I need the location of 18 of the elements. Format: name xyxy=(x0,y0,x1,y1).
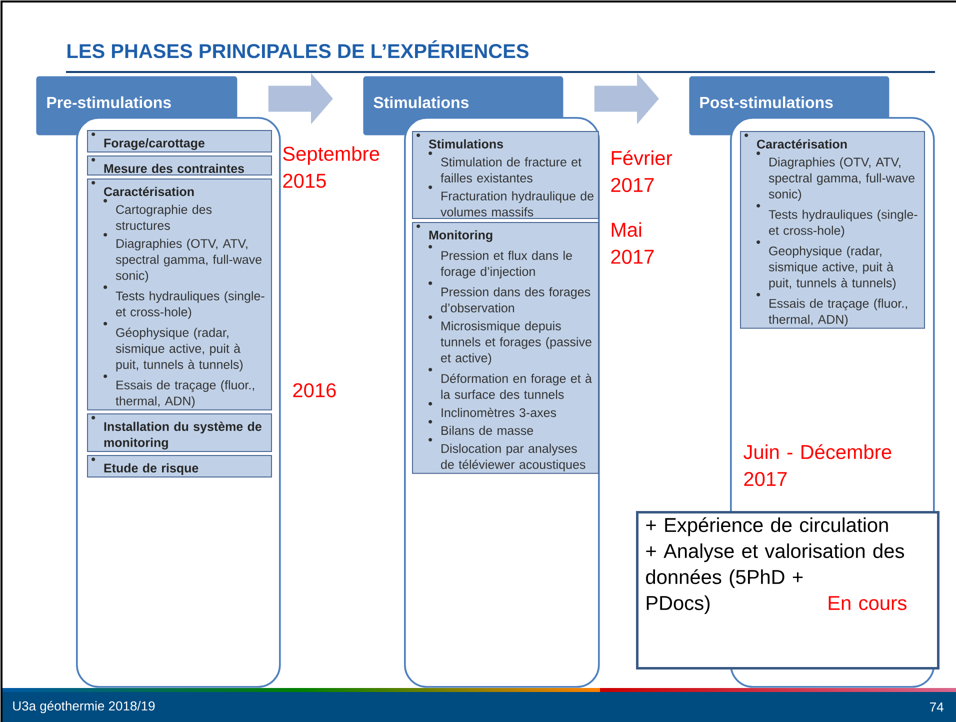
slide-title: LES PHASES PRINCIPALES DE L’EXPÉRIENCES xyxy=(68,40,528,58)
date-label: Juin - Décembre 2017 xyxy=(744,444,892,486)
date-label: Février 2017 xyxy=(611,150,672,192)
activity-box: Installation du système de monitoring xyxy=(87,413,272,452)
note-text: + Expérience de circulation + Analyse et valorisation des données (5PhD + PDocs) En cours xyxy=(646,517,906,614)
activity-box: Etude de risque xyxy=(87,455,272,478)
date-label: Mai 2017 xyxy=(611,222,654,264)
footer-text: U3a géothermie 2018/19 xyxy=(13,700,155,714)
activity-box: Monitoring Pression et flux dans le forage d’injection Pression dans des forages d’observation Microsismique depuis tunnels et forages (passive et active) Déformation en forage et à la surface des tunnels Inclinomètres 3-axes Bilans de masse Dislocation par analyses de téléviewer acoustiques xyxy=(412,222,599,474)
page-number: 74 xyxy=(930,702,944,712)
activity-box: Forage/carottage xyxy=(87,130,272,152)
activity-box: Caractérisation Cartographie des structures Diagraphies (OTV, ATV, spectral gamma, full-wave sonic) Tests hydrauliques (single- et cross-hole) Géophysique (radar, sismique active, puit à puit, tunnels à tunnels) Essais de traçage (fluor., thermal, ADN) xyxy=(87,178,272,410)
note-box xyxy=(636,511,940,670)
date-label: 2016 xyxy=(293,383,336,398)
activity-box: Stimulations Stimulation de fracture et failles existantes Fracturation hydraulique de volumes massifs xyxy=(412,131,599,219)
date-label: Septembre 2015 xyxy=(283,146,380,188)
activity-box: Mesure des contraintes xyxy=(87,156,272,176)
activity-box: Caractérisation Diagraphies (OTV, ATV, spectral gamma, full-wave sonic) Tests hydrauliques (single- et cross-hole) Geophysique (radar, sismique active, puit à puit, tunnels à tunnels) Essais de traçage (fluor., thermal, ADN) xyxy=(740,131,925,329)
